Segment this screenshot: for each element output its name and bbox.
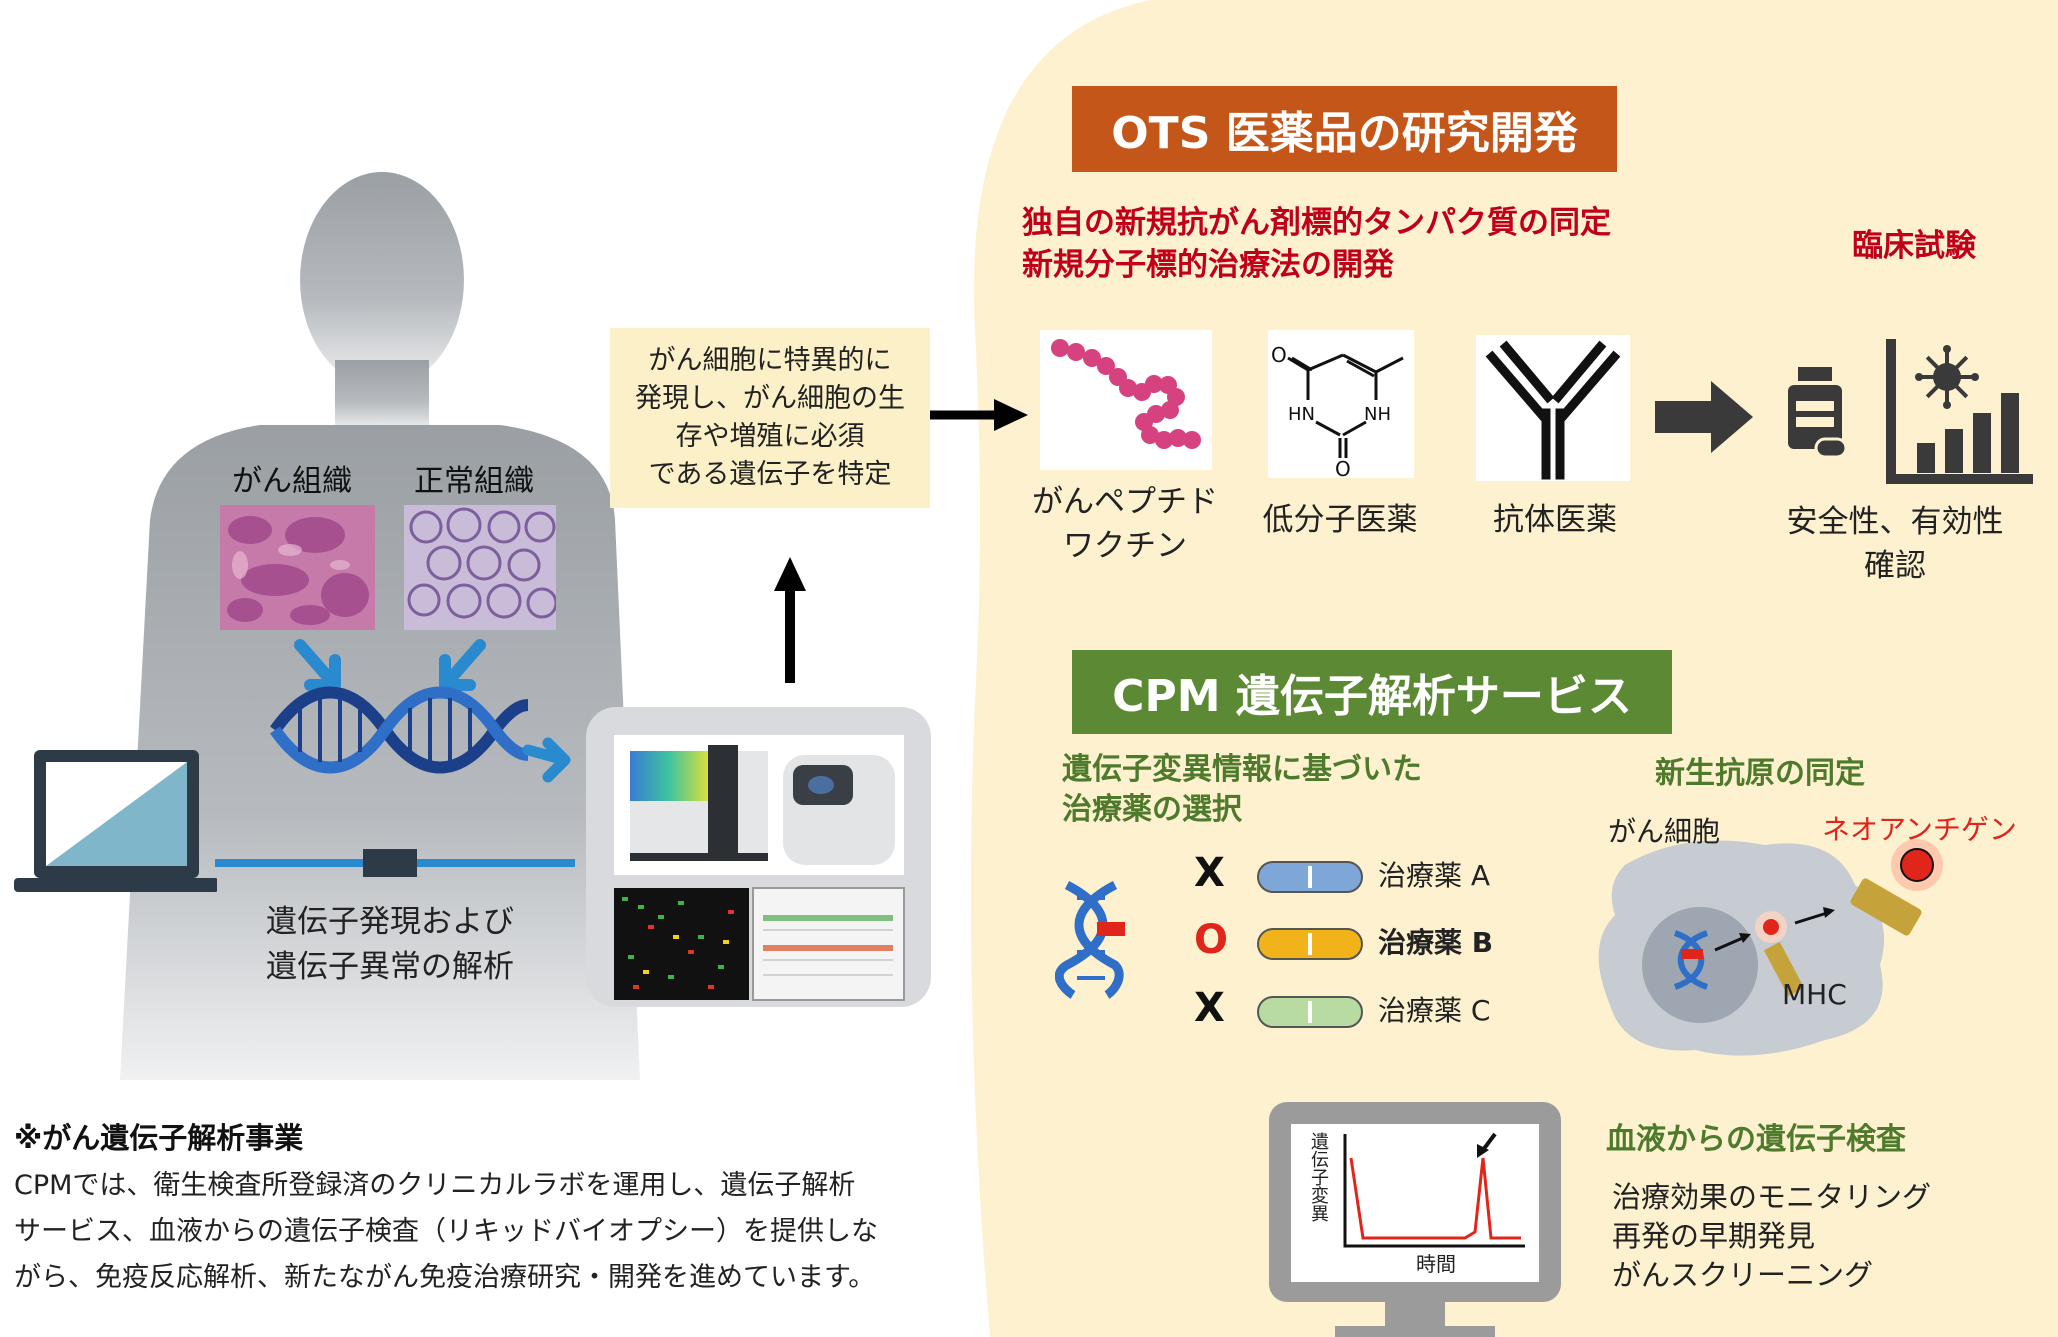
mhc-label: MHC <box>1782 978 1847 1011</box>
clinical-trial-heading: 臨床試験 <box>1852 228 1976 264</box>
monitor-xlabel: 時間 <box>1416 1252 1456 1276</box>
ots-heading-line1: 独自の新規抗がん剤標的タンパク質の同定 <box>1022 205 1611 241</box>
dna-to-sequencer-arrow <box>522 737 571 783</box>
peptide-vaccine-label: がんペプチド ワクチン <box>1032 484 1218 564</box>
dna-helix-icon <box>270 686 529 774</box>
neoantigen-heading: 新生抗原の同定 <box>1655 756 1865 791</box>
molecule-nh: NH <box>1364 404 1391 425</box>
cancer-tissue-image <box>220 505 375 630</box>
ots-heading-line2: 新規分子標的治療法の開発 <box>1022 247 1394 283</box>
antibody-icon <box>1476 335 1630 481</box>
drug-row-b: O 治療薬 B <box>1190 917 1530 967</box>
analysis-label: 遺伝子発現および 遺伝子異常の解析 <box>266 904 514 985</box>
up-arrow <box>774 557 806 683</box>
blood-test-item: 再発の早期発見 <box>1612 1219 1816 1253</box>
gene-identification-box: がん細胞に特異的に 発現し、がん細胞の生 存や増殖に必須 である遺伝子を特定 <box>610 328 930 508</box>
blood-test-heading: 血液からの遺伝子検査 <box>1606 1122 1906 1157</box>
cancer-cell-illustration <box>1598 839 1943 1056</box>
drug-b-mark: O <box>1194 917 1229 963</box>
monitor-ylabel: 遺伝子変異 <box>1308 1132 1329 1222</box>
drug-row-c: X 治療薬 C <box>1190 985 1530 1035</box>
ots-banner: OTS 医薬品の研究開発 <box>1072 86 1617 172</box>
safety-efficacy-label: 安全性、有効性 確認 <box>1786 504 2004 584</box>
molecule-o-top: O <box>1271 343 1287 367</box>
drug-c-mark: X <box>1194 985 1225 1031</box>
products-to-clinical-arrow <box>1655 381 1753 453</box>
cable-line <box>215 849 575 877</box>
drug-row-a: X 治療薬 A <box>1190 850 1530 900</box>
small-molecule-label: 低分子医薬 <box>1262 502 1418 538</box>
drug-c-label: 治療薬 C <box>1378 994 1491 1027</box>
cpm-banner: CPM 遺伝子解析サービス <box>1072 650 1672 734</box>
drug-c-capsule-icon <box>1257 996 1363 1028</box>
drug-b-capsule-icon <box>1257 928 1363 960</box>
drug-b-label: 治療薬 B <box>1378 926 1494 959</box>
molecule-o-bottom: O <box>1335 457 1351 478</box>
cancer-cell-label: がん細胞 <box>1608 815 1721 848</box>
peptide-vaccine-icon <box>1040 330 1212 470</box>
drug-a-mark: X <box>1194 850 1225 896</box>
blood-test-list: 治療効果のモニタリング 再発の早期発見 がんスクリーニング <box>1612 1178 1931 1295</box>
drug-selection-heading: 遺伝子変異情報に基づいた 治療薬の選択 <box>1062 752 1422 827</box>
cancer-tissue-label: がん組織 <box>232 464 352 499</box>
footer-body: CPMでは、衛生検査所登録済のクリニカルラボを運用し、遺伝子解析 サービス、血液… <box>14 1170 878 1293</box>
medicine-bottle-icon <box>1788 367 1848 459</box>
drug-a-label: 治療薬 A <box>1378 859 1491 892</box>
footer-title: ※がん遺伝子解析事業 <box>14 1121 304 1155</box>
gene-identification-text: がん細胞に特異的に 発現し、がん細胞の生 存や増殖に必須 である遺伝子を特定 <box>635 345 905 490</box>
clinical-chart-icon <box>1886 339 2033 484</box>
neoantigen-label: ネオアンチゲン <box>1822 813 2017 846</box>
laptop-icon <box>14 750 217 892</box>
monitor-graph-icon <box>1269 1102 1561 1337</box>
box-to-products-arrow <box>930 399 1028 431</box>
molecule-hn: HN <box>1288 404 1315 425</box>
cpm-banner-text: CPM 遺伝子解析サービス <box>1112 671 1632 722</box>
ots-banner-text: OTS 医薬品の研究開発 <box>1111 108 1578 159</box>
tissue-to-dna-arrows <box>294 639 486 691</box>
sequencer-machines <box>586 707 931 1007</box>
blood-test-item: 治療効果のモニタリング <box>1612 1180 1932 1214</box>
drug-a-capsule-icon <box>1257 861 1363 893</box>
small-molecule-icon: O HN NH O <box>1268 330 1414 478</box>
normal-tissue-image <box>404 505 556 630</box>
blood-test-item: がんスクリーニング <box>1612 1258 1874 1292</box>
antibody-label: 抗体医薬 <box>1493 502 1617 538</box>
mutated-dna-icon <box>1055 881 1125 999</box>
normal-tissue-label: 正常組織 <box>414 464 534 499</box>
